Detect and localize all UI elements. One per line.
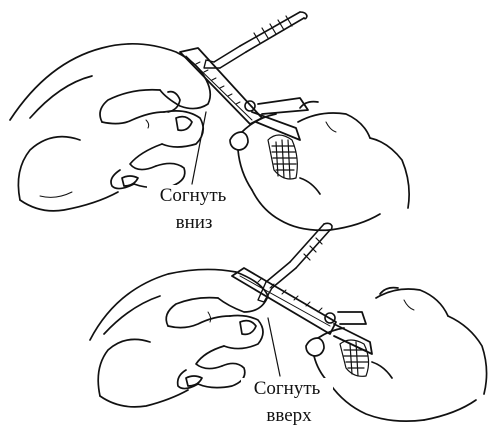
wire-bottom: [258, 223, 332, 302]
pointer-line-top: [192, 112, 206, 184]
right-hand-top: [230, 102, 409, 231]
grip-top: [268, 135, 297, 179]
caption-top-line2: вниз: [160, 212, 228, 234]
caption-top-line1: Согнуть: [147, 185, 239, 207]
wire-top: [204, 12, 307, 68]
caption-bottom-line1: Согнуть: [241, 378, 333, 400]
pointer-line-bottom: [268, 318, 280, 376]
right-hand-bottom: [306, 288, 487, 422]
pliers-top: [180, 48, 308, 179]
caption-bottom-line2: вверх: [258, 405, 320, 427]
